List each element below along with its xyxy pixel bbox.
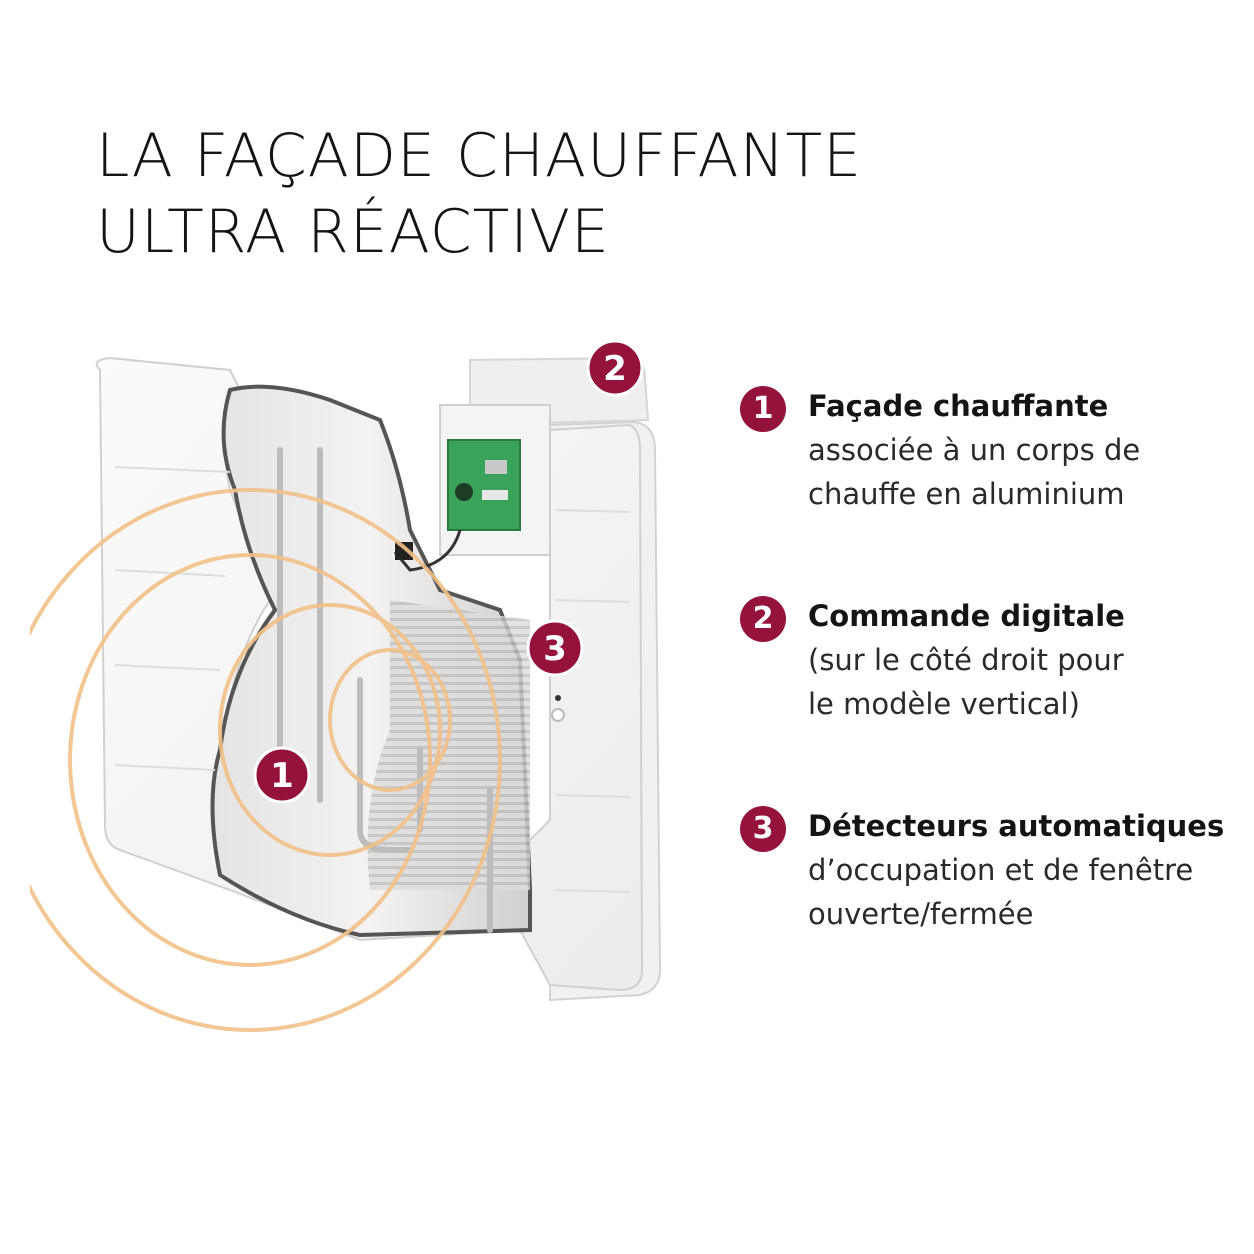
radiator-illustration: 1 2 3 — [30, 330, 690, 1060]
page-title: LA FAÇADE CHAUFFANTE ULTRA RÉACTIVE — [96, 118, 862, 270]
legend-number-1: 1 — [740, 386, 786, 432]
sensor-chip — [395, 542, 413, 560]
legend-item-3: 3 Détecteurs automatiques d’occupation e… — [740, 804, 1240, 936]
badge-1: 1 — [253, 746, 311, 804]
heat-rings — [30, 488, 502, 1032]
legend-desc-3-line-1: d’occupation et de fenêtre — [808, 853, 1194, 887]
pcb-chip-2 — [482, 490, 508, 500]
legend-item-1: 1 Façade chauffante associée à un corps … — [740, 384, 1240, 516]
legend-heading-1: Façade chauffante — [808, 389, 1109, 423]
title-line-1: LA FAÇADE CHAUFFANTE — [96, 121, 863, 191]
legend-heading-2: Commande digitale — [808, 599, 1125, 633]
badge-3-number: 3 — [543, 629, 567, 669]
title-line-2: ULTRA RÉACTIVE — [96, 197, 610, 267]
radiator-cutaway-svg: 1 2 3 — [30, 339, 662, 1032]
heating-tubes — [277, 447, 493, 933]
legend-desc-2-line-1: (sur le côté droit pour — [808, 643, 1124, 677]
legend-number-3: 3 — [740, 806, 786, 852]
legend-desc-1-line-1: associée à un corps de — [808, 433, 1141, 467]
badge-1-number: 1 — [270, 756, 294, 796]
window-sensor-dot — [551, 708, 565, 722]
panel-grooves — [114, 466, 631, 893]
badge-2: 2 — [586, 339, 644, 397]
legend-desc-1-line-2: chauffe en aluminium — [808, 477, 1125, 511]
badge-2-number: 2 — [603, 349, 627, 389]
legend-heading-3: Détecteurs automatiques — [808, 809, 1225, 843]
aluminium-fins — [367, 600, 530, 890]
legend-desc-2-line-2: le modèle vertical) — [808, 687, 1080, 721]
pcb-component — [455, 483, 473, 501]
legend-desc-3-line-2: ouverte/fermée — [808, 897, 1034, 931]
badge-3: 3 — [526, 619, 584, 677]
pcb-chip — [485, 460, 507, 474]
sensor-wire — [393, 529, 462, 572]
occupancy-sensor-dot — [555, 695, 561, 701]
legend-item-2: 2 Commande digitale (sur le côté droit p… — [740, 594, 1240, 726]
feature-legend: 1 Façade chauffante associée à un corps … — [740, 384, 1240, 1014]
legend-number-2: 2 — [740, 596, 786, 642]
